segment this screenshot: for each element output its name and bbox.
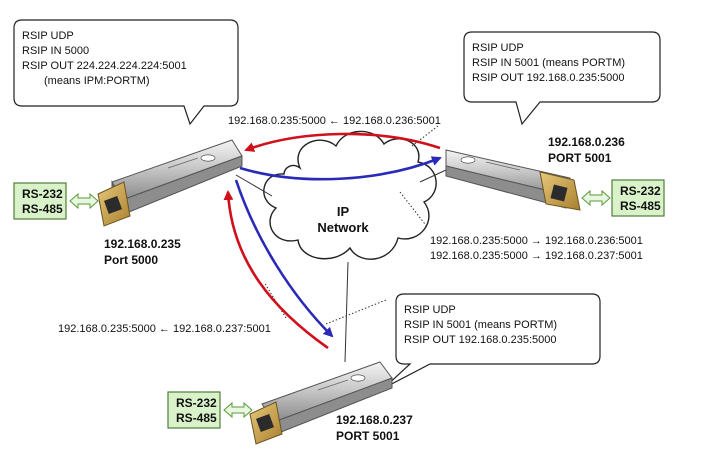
network-label-line2: Network — [317, 220, 369, 235]
callout-right: RSIP UDP RSIP IN 5001 (means PORTM) RSIP… — [463, 31, 661, 126]
link-bottom — [344, 261, 349, 363]
device-right-port: PORT 5001 — [548, 151, 612, 165]
serial-box-right: RS-232 RS-485 — [611, 179, 665, 217]
device-bottom-port: PORT 5001 — [336, 429, 400, 443]
serial-right-rs232: RS-232 — [620, 184, 661, 198]
flow-label-top: 192.168.0.235:5000 ← 192.168.0.236:5001 — [228, 115, 441, 127]
flow-label-right-2: 192.168.0.235:5000 → 192.168.0.237:5001 — [430, 250, 643, 262]
leader-right-flows — [399, 191, 429, 229]
serial-link-bottom-arrow — [223, 401, 253, 419]
device-left-port: Port 5000 — [104, 253, 158, 267]
arrow-red-right-to-left — [244, 132, 441, 152]
callout-right-line-1: RSIP UDP — [472, 42, 524, 54]
sfp-module-left — [97, 139, 243, 227]
arrow-red-bottom-to-left — [223, 190, 329, 350]
link-right — [419, 169, 447, 183]
network-label-line1: IP — [337, 204, 350, 219]
callout-right-line-3: RSIP OUT 192.168.0.235:5000 — [472, 72, 624, 84]
device-left-ip: 192.168.0.235 — [104, 237, 181, 251]
serial-left-rs485: RS-485 — [22, 202, 63, 216]
callout-left-line-3: RSIP OUT 224.224.224.224:5001 — [22, 60, 187, 72]
serial-box-bottom: RS-232 RS-485 — [167, 391, 221, 429]
serial-left-rs232: RS-232 — [22, 187, 63, 201]
callout-left-line-1: RSIP UDP — [22, 30, 74, 42]
callout-bottom-line-1: RSIP UDP — [404, 304, 456, 316]
flow-label-left: 192.168.0.235:5000 ← 192.168.0.237:5001 — [58, 323, 271, 335]
callout-left-line-4: (means IPM:PORTM) — [44, 75, 150, 87]
callout-left: RSIP UDP RSIP IN 5000 RSIP OUT 224.224.2… — [13, 19, 239, 126]
arrow-blue-left-to-bottom — [234, 179, 334, 338]
sfp-module-bottom — [249, 361, 393, 445]
device-bottom-ip: 192.168.0.237 — [336, 413, 413, 427]
serial-link-left-arrow — [69, 192, 99, 210]
ip-network-cloud: IP Network — [263, 130, 437, 260]
callout-right-line-2: RSIP IN 5001 (means PORTM) — [472, 57, 625, 69]
callout-bottom-line-3: RSIP OUT 192.168.0.235:5000 — [404, 334, 556, 346]
link-left — [235, 174, 273, 197]
flow-arrows — [223, 132, 442, 350]
sfp-module-right — [445, 149, 581, 211]
serial-bottom-rs485: RS-485 — [176, 411, 217, 425]
serial-box-left: RS-232 RS-485 — [13, 182, 67, 220]
device-right-ip: 192.168.0.236 — [548, 135, 625, 149]
flow-label-right-1: 192.168.0.235:5000 → 192.168.0.236:5001 — [430, 235, 643, 247]
callout-left-line-2: RSIP IN 5000 — [22, 45, 89, 57]
leader-bottom-callout — [325, 299, 387, 325]
arrow-blue-left-to-right — [239, 156, 442, 181]
serial-link-right-arrow — [581, 189, 611, 207]
callout-bottom: RSIP UDP RSIP IN 5001 (means PORTM) RSIP… — [383, 293, 601, 389]
cloud-links — [235, 169, 447, 363]
serial-right-rs485: RS-485 — [620, 199, 661, 213]
callout-bottom-line-2: RSIP IN 5001 (means PORTM) — [404, 319, 557, 331]
serial-bottom-rs232: RS-232 — [176, 396, 217, 410]
